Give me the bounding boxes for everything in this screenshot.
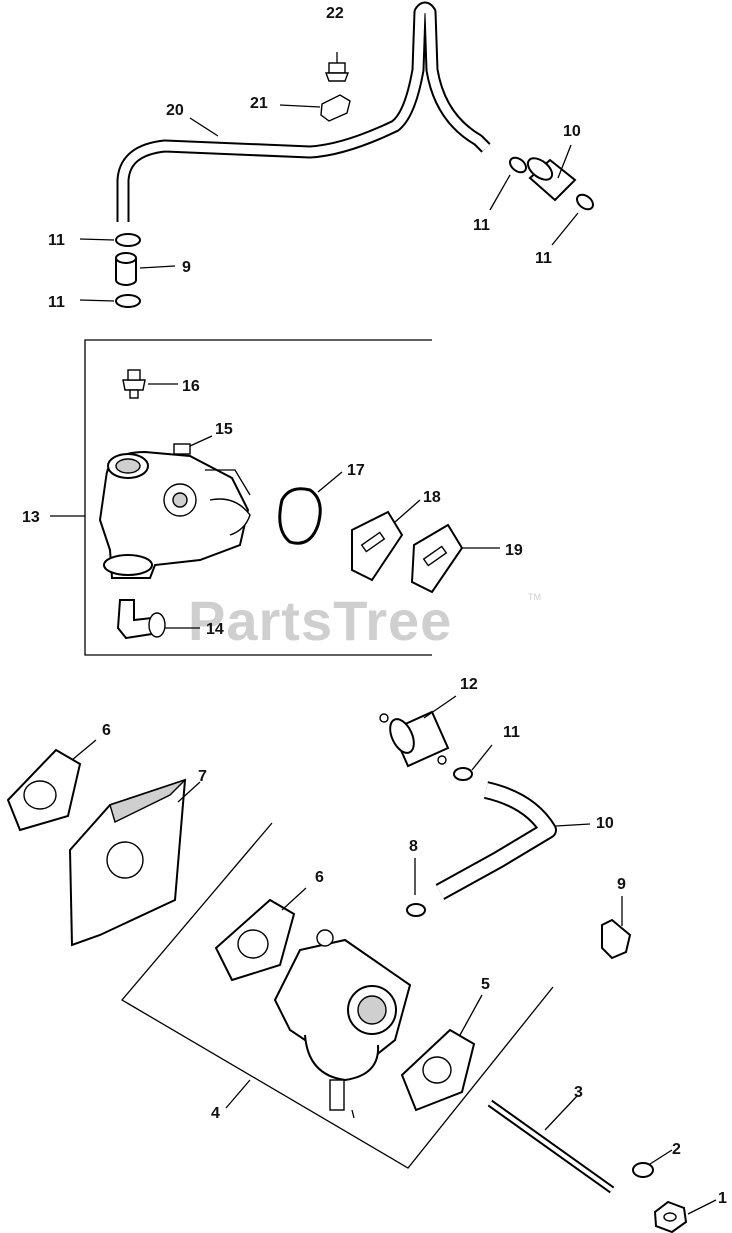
callout-11-top-b: 11	[48, 294, 65, 311]
part-11-clamp-top-b[interactable]	[79, 294, 141, 308]
callout-21: 21	[250, 95, 268, 112]
callout-8: 8	[409, 838, 418, 855]
part-20-fuel-line[interactable]	[116, 1, 491, 222]
callout-1: 1	[718, 1190, 727, 1207]
callout-10-lower: 10	[596, 815, 614, 832]
callout-4: 4	[211, 1105, 220, 1122]
watermark-trademark: TM	[528, 592, 541, 602]
part-5-gasket[interactable]	[400, 994, 483, 1112]
callout-12: 12	[460, 676, 478, 693]
part-11-clamp-right-b[interactable]	[551, 192, 596, 246]
callout-6-upper: 6	[102, 722, 111, 739]
callout-3: 3	[574, 1084, 583, 1101]
part-18-gasket[interactable]	[351, 499, 421, 582]
part-2-washer[interactable]	[632, 1149, 673, 1178]
part-10-hose-lower[interactable]	[435, 781, 591, 900]
part-9-hose-top[interactable]	[115, 252, 176, 286]
part-22-fitting[interactable]	[324, 52, 350, 82]
callout-15: 15	[215, 421, 233, 438]
callout-9-lower: 9	[617, 876, 626, 893]
part-17-o-ring[interactable]	[278, 471, 343, 545]
callout-13: 13	[22, 509, 40, 526]
part-10-hose-top[interactable]	[524, 144, 577, 202]
part-1-nut[interactable]	[653, 1199, 717, 1233]
callout-17: 17	[347, 462, 365, 479]
callout-11-top-a: 11	[48, 232, 65, 249]
part-19-plate[interactable]	[410, 523, 500, 594]
callout-11-right-a: 11	[473, 217, 490, 234]
callout-7: 7	[198, 768, 207, 785]
part-3-stud[interactable]	[487, 1094, 615, 1194]
part-7-baffle[interactable]	[68, 778, 201, 947]
callout-20: 20	[166, 102, 184, 119]
callout-5: 5	[481, 976, 490, 993]
part-11-clamp-lower[interactable]	[453, 744, 493, 781]
fuel-pump-body[interactable]	[98, 450, 251, 579]
carburetor-body[interactable]	[273, 929, 412, 1119]
part-8-clamp[interactable]	[406, 858, 426, 917]
part-16-fitting[interactable]	[122, 369, 178, 399]
kit-bracket-13	[84, 339, 432, 656]
callout-18: 18	[423, 489, 441, 506]
part-6-gasket-upper[interactable]	[6, 739, 97, 832]
callout-2: 2	[672, 1141, 681, 1158]
callout-9-top: 9	[182, 259, 191, 276]
part-9-clip-lower[interactable]	[601, 896, 632, 960]
callout-22: 22	[326, 5, 344, 22]
part-11-clamp-top-a[interactable]	[79, 233, 141, 247]
callout-10-top: 10	[563, 123, 581, 140]
callout-14: 14	[206, 621, 224, 638]
callout-19: 19	[505, 542, 523, 559]
part-21-clip[interactable]	[279, 94, 351, 122]
part-6-gasket-lower[interactable]	[214, 887, 307, 982]
watermark-text: PartsTree	[188, 589, 452, 652]
part-14-elbow-fitting[interactable]	[116, 599, 200, 640]
assembly-bracket-4	[121, 822, 554, 1169]
callout-11-lower: 11	[503, 724, 520, 741]
callout-16: 16	[182, 378, 200, 395]
callout-11-right-b: 11	[535, 250, 552, 267]
part-11-clamp-right-a[interactable]	[489, 155, 529, 211]
part-12-fuel-filter[interactable]	[379, 695, 457, 768]
callout-6-lower: 6	[315, 869, 324, 886]
part-15-screw[interactable]	[173, 435, 213, 455]
